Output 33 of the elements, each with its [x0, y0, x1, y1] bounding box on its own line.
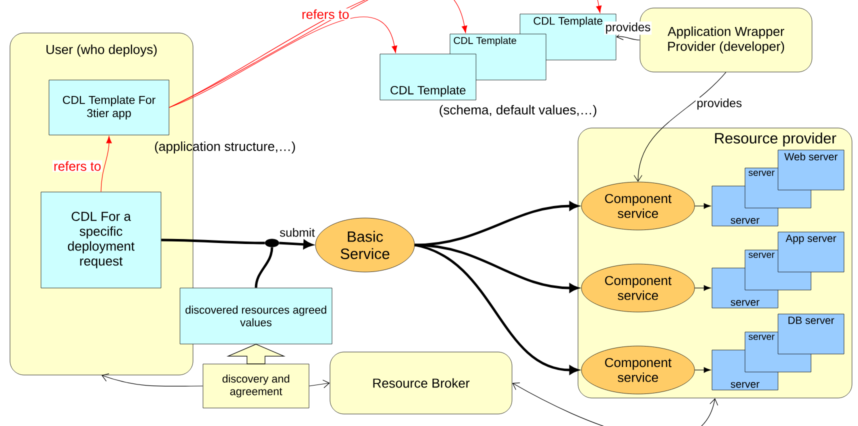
arrow	[512, 382, 718, 426]
template-box: CDL Template For 3tier app	[48, 80, 170, 136]
arrow	[694, 367, 711, 373]
arrow	[414, 202, 578, 246]
arrow	[634, 72, 726, 182]
block-arrow	[226, 344, 286, 364]
arrow	[414, 244, 578, 374]
arrow	[102, 373, 204, 387]
arrow	[616, 32, 640, 40]
result-box: discovered resources agreed values	[180, 288, 332, 344]
arrow	[100, 136, 112, 192]
edge-label: provides	[604, 22, 652, 35]
arrow	[168, 16, 398, 108]
edge-label: refers to	[52, 160, 102, 172]
server-card: App server	[778, 232, 844, 272]
broker-box: Resource Broker	[330, 352, 512, 414]
arrow	[414, 244, 578, 292]
arrow	[279, 240, 312, 249]
note-text: (application structure,…)	[155, 141, 295, 154]
arrow	[308, 380, 330, 388]
edge-label: refers to	[300, 8, 350, 20]
server-card: DB server	[778, 314, 844, 354]
arrow	[694, 285, 711, 291]
request-box: CDL For a specific deployment request	[40, 192, 162, 288]
note-text: (schema, default values,…)	[440, 104, 596, 118]
template-card: CDL Template	[380, 54, 476, 100]
step-box: discovery and agreement	[202, 364, 310, 408]
junction-dot	[264, 238, 280, 248]
arrow	[694, 203, 711, 209]
arrow	[168, 0, 468, 108]
server-card: Web server	[778, 150, 844, 190]
edge-label: provides	[696, 97, 743, 111]
edge-label: submit	[278, 227, 316, 238]
